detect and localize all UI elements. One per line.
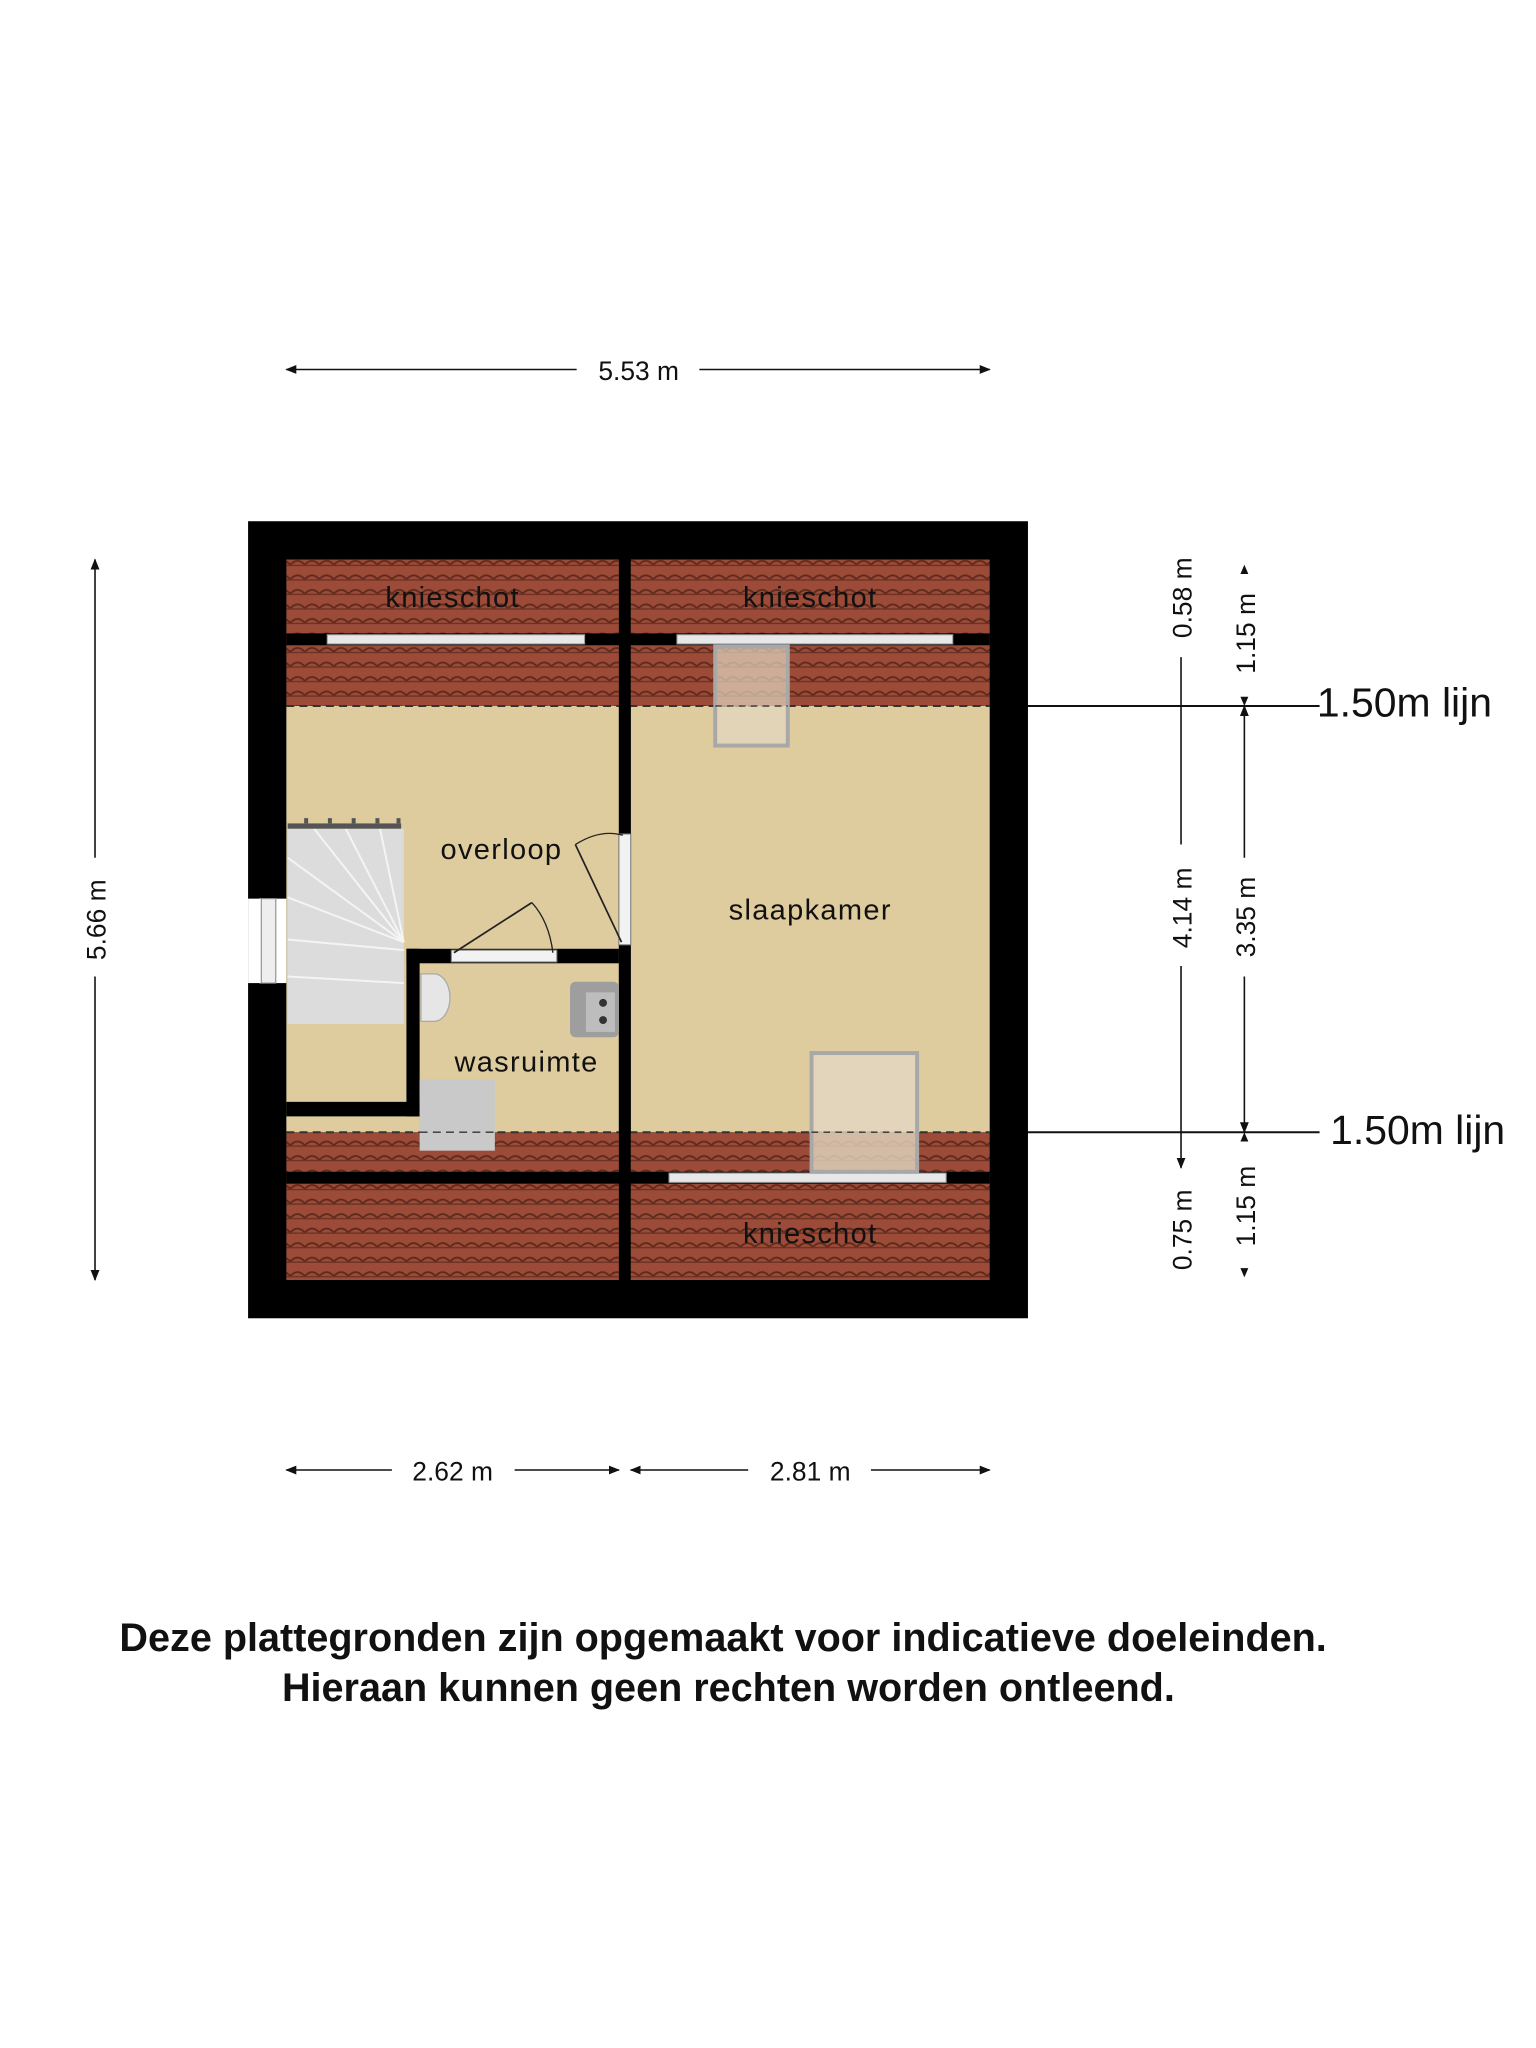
disclaimer-line-1: Deze plattegronden zijn opgemaakt voor i… — [119, 1616, 1326, 1660]
wall-stair-bottom — [286, 1101, 420, 1117]
sink — [420, 973, 451, 1023]
label-150-line-top: 1.50m lijn — [1317, 680, 1492, 726]
dim-right-bottom-b: 1.15 m — [1231, 1166, 1261, 1247]
label-knieschot-top-left: knieschot — [385, 582, 519, 614]
dim-right-width: 2.81 m — [770, 1457, 851, 1487]
dim-left-width: 2.62 m — [412, 1457, 493, 1487]
label-knieschot-bottom: knieschot — [743, 1218, 877, 1250]
label-wasruimte: wasruimte — [453, 1047, 598, 1079]
wall-knieschot-top — [286, 633, 990, 646]
skylight-bottom — [809, 1051, 920, 1174]
door-wasruimte-opening[interactable] — [450, 949, 558, 963]
stairs — [287, 818, 405, 1024]
label-knieschot-top-right: knieschot — [743, 582, 877, 614]
toilet-block — [419, 1079, 495, 1151]
label-slaapkamer: slaapkamer — [729, 895, 892, 927]
dim-total-height: 5.66 m — [82, 879, 112, 960]
window-left-frame — [260, 898, 277, 984]
washing-machine — [570, 981, 619, 1038]
dim-total-width: 5.53 m — [598, 356, 679, 386]
wall-knieschot-bottom — [286, 1171, 990, 1184]
label-overloop: overloop — [441, 834, 563, 866]
dim-right-mid-a: 4.14 m — [1168, 868, 1198, 949]
dim-right-top-b: 1.15 m — [1231, 593, 1261, 674]
door-slaapkamer-opening[interactable] — [618, 833, 632, 946]
window-top-left — [326, 634, 586, 645]
dim-right-bottom-a: 0.75 m — [1168, 1190, 1198, 1271]
disclaimer-line-2: Hieraan kunnen geen rechten worden ontle… — [282, 1666, 1175, 1710]
label-150-line-bottom: 1.50m lijn — [1330, 1107, 1505, 1153]
roof-tiles-top — [286, 559, 990, 706]
skylight-top — [713, 644, 790, 748]
wall-wasruimte-left — [406, 948, 420, 1117]
window-bottom-right — [668, 1172, 947, 1183]
window-top-right — [676, 634, 954, 645]
dim-right-top-a: 0.58 m — [1168, 557, 1198, 638]
dim-right-mid-b: 3.35 m — [1231, 877, 1261, 958]
